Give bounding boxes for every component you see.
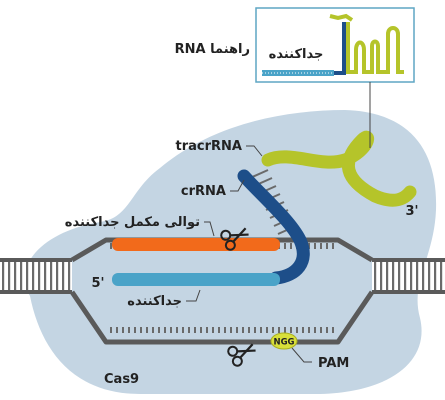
complementary-strand [112,238,280,251]
crrna-leader [230,179,245,192]
guide-rna-label: RNA راهنما [175,42,250,57]
pam-label: PAM [318,356,349,371]
five-prime-label: 5' [91,276,104,291]
inset-tracrrna [346,22,404,74]
dna-left-top-backbone [0,258,72,262]
pam-sequence-oval [270,332,298,350]
dna-left-bottom-backbone [0,290,72,294]
dna-right-ticks [372,262,445,290]
spacer-label: جداکننده [127,294,182,309]
dna-lower-strand [69,290,375,345]
crrna-label: crRNA [181,184,226,199]
complementary-label: توالی مکمل جداکننده [65,215,200,230]
three-prime-label: 3' [405,204,418,219]
dna-right-top-backbone [372,258,445,262]
ngg-label: NGG [273,338,294,348]
dna-right-bottom-backbone [372,290,445,294]
dna-left-ticks [0,262,72,290]
inset-spacer-label: جداکننده [269,47,324,62]
spacer-strand [112,273,280,286]
crrna-strand [237,169,310,285]
scissors-icon [227,343,256,367]
scissors-icon [220,227,249,251]
lower-strand-ticks [108,327,336,339]
complementary-leader [204,221,215,237]
tracrrna-strand [261,131,417,207]
cas9-label: Cas9 [104,372,139,387]
pam-leader [291,347,312,363]
tracrrna-leader [246,145,263,157]
spacer-leader [186,289,201,302]
inset-tracrrna-top [329,13,354,22]
inset-crrna [334,22,346,75]
tracrrna-label: tracrRNA [176,139,242,154]
